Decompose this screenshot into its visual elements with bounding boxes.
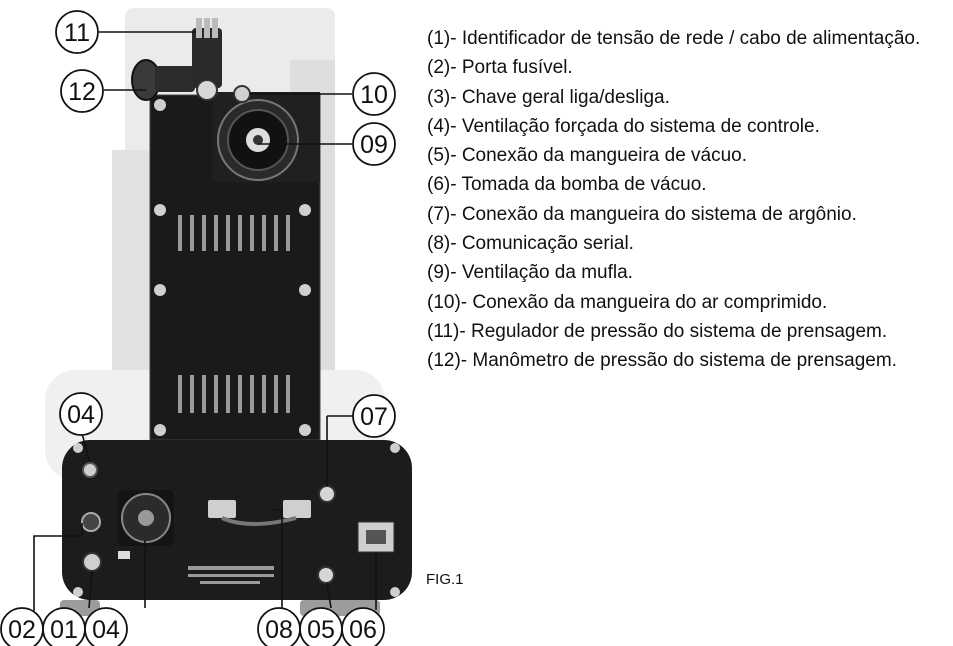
legend-item-3: (3)- Chave geral liga/desliga. xyxy=(427,86,670,108)
pressure-regulator-icon xyxy=(192,18,222,101)
callout-09 xyxy=(352,122,396,166)
legend-item-7: (7)- Conexão da mangueira do sistema de … xyxy=(427,203,857,225)
air-connector-icon xyxy=(233,85,251,103)
legend-item-4: (4)- Ventilação forçada do sistema de co… xyxy=(427,115,820,137)
legend-item-2: (2)- Porta fusível. xyxy=(427,57,573,79)
callout-04-bottom xyxy=(84,607,128,646)
panel-screws xyxy=(154,99,311,436)
legend-item-1: (1)- Identificador de tensão de rede / c… xyxy=(427,28,921,49)
callout-04-left xyxy=(59,392,103,436)
argon-connector-icon xyxy=(318,485,336,503)
vent-slots-upper xyxy=(178,215,290,251)
control-fan-icon xyxy=(118,490,174,546)
vent-slots-lower xyxy=(178,375,290,413)
callout-07 xyxy=(352,394,396,438)
fuse-holder-icon xyxy=(81,512,101,532)
component-legend: (1)- Identificador de tensão de rede / c… xyxy=(427,24,947,376)
legend-item-6: (6)- Tomada da bomba de vácuo. xyxy=(427,174,707,196)
muffle-fan-icon xyxy=(217,99,299,181)
legend-item-9: (9)- Ventilação da mufla. xyxy=(427,262,633,284)
legend-item-11: (11)- Regulador de pressão do sistema de… xyxy=(427,320,888,342)
base-control-panel xyxy=(62,440,412,600)
callout-02-label: 02 xyxy=(8,616,36,644)
callout-06-label: 06 xyxy=(349,616,377,644)
power-switch-icon xyxy=(82,552,102,572)
callout-08-label: 08 xyxy=(265,616,293,644)
callout-05-label: 05 xyxy=(307,616,335,644)
callout-leaders xyxy=(33,31,377,619)
figure-caption: FIG.1 xyxy=(426,571,464,588)
serial-port-icon xyxy=(208,500,311,526)
callout-11 xyxy=(55,10,99,54)
control-vent-connector-icon xyxy=(82,462,98,478)
legend-item-8: (8)- Comunicação serial. xyxy=(427,233,634,255)
callout-10-label: 10 xyxy=(360,81,388,109)
vacuum-pump-outlet-icon xyxy=(357,521,395,553)
callout-06 xyxy=(341,607,385,646)
callout-11-label: 11 xyxy=(64,19,90,47)
legend-item-12: (12)- Manômetro de pressão do sistema de… xyxy=(427,350,897,372)
callout-09-label: 09 xyxy=(360,131,388,159)
vacuum-connector-icon xyxy=(317,566,335,584)
callout-04-bottom-label: 04 xyxy=(92,616,120,644)
callout-12-label: 12 xyxy=(68,78,96,106)
callout-01-label: 01 xyxy=(50,616,78,644)
callout-07-label: 07 xyxy=(360,403,388,431)
callout-12 xyxy=(60,69,104,113)
callout-10 xyxy=(352,72,396,116)
callout-04-left-label: 04 xyxy=(67,401,95,429)
legend-item-10: (10)- Conexão da mangueira do ar comprim… xyxy=(427,291,828,313)
legend-item-5: (5)- Conexão da mangueira de vácuo. xyxy=(427,145,748,167)
device-rear-photo: 11 12 10 09 04 07 02 01 04 08 05 06 xyxy=(0,8,412,646)
